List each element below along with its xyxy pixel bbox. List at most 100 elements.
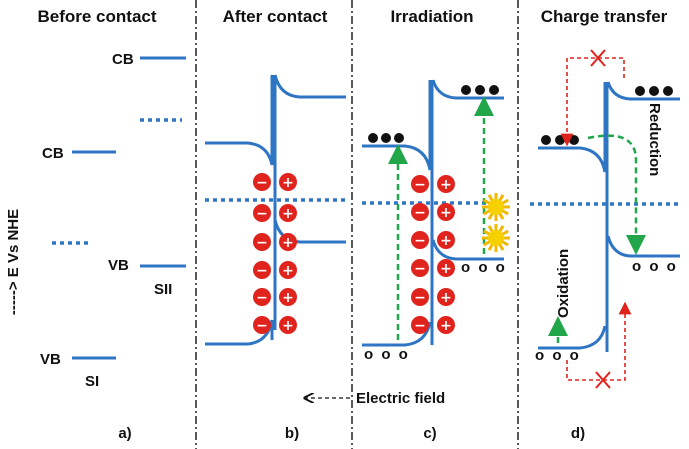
- holes-d-left: o o o: [535, 347, 581, 364]
- positive-charge-icon: [279, 233, 297, 251]
- positive-charge-icon: [437, 316, 455, 334]
- positive-charge-icon: [279, 204, 297, 222]
- space-charge-c: −+−+−+−+−+−+: [411, 175, 455, 334]
- positive-charge-icon: [279, 288, 297, 306]
- negative-charge-icon-sign: −: [414, 205, 426, 221]
- space-charge-b: −+−+−+−+−+−+: [253, 173, 297, 334]
- cb-d-left: [538, 82, 607, 173]
- electron-dot: [649, 86, 659, 96]
- sun-icon: [482, 224, 510, 252]
- negative-charge-icon-sign: −: [256, 263, 268, 279]
- panel-c-title: Irradiation: [390, 7, 473, 26]
- positive-charge-icon: [279, 261, 297, 279]
- si-label: SI: [85, 373, 99, 390]
- cb-c-right: [431, 79, 504, 100]
- panel-b-title: After contact: [223, 7, 328, 26]
- positive-charge-icon: [437, 231, 455, 249]
- positive-charge-icon: [437, 288, 455, 306]
- electron-transfer-arrow: [587, 134, 646, 255]
- negative-charge-icon: [411, 203, 429, 221]
- vb-c-left: [362, 321, 432, 347]
- negative-charge-icon-sign: −: [256, 206, 268, 222]
- cb-si-label: CB: [42, 145, 64, 162]
- positive-charge-icon-sign: +: [282, 235, 294, 251]
- positive-charge-icon-sign: +: [440, 177, 452, 193]
- vb-d-right: [606, 235, 680, 258]
- negative-charge-icon: [411, 175, 429, 193]
- positive-charge-icon: [279, 173, 297, 191]
- positive-charge-icon-sign: +: [440, 318, 452, 334]
- negative-charge-icon-sign: −: [414, 290, 426, 306]
- negative-charge-icon: [411, 316, 429, 334]
- oxidation-label: Oxidation: [555, 249, 572, 318]
- vb-c-right: [431, 239, 504, 261]
- panel-a-tag: a): [118, 425, 131, 442]
- holes-c-left: o o o: [364, 346, 410, 363]
- reduction-label: Reduction: [646, 103, 663, 176]
- electron-dot: [475, 85, 485, 95]
- negative-charge-icon-sign: −: [414, 233, 426, 249]
- panel-d-title: Charge transfer: [541, 7, 668, 26]
- negative-charge-icon-sign: −: [414, 318, 426, 334]
- positive-charge-icon-sign: +: [440, 261, 452, 277]
- negative-charge-icon: [411, 259, 429, 277]
- negative-charge-icon: [411, 288, 429, 306]
- negative-charge-icon-sign: −: [414, 261, 426, 277]
- vb-sii-label: VB: [108, 257, 129, 274]
- cross-icon: [590, 49, 606, 67]
- positive-charge-icon-sign: +: [282, 206, 294, 222]
- positive-charge-icon-sign: +: [440, 233, 452, 249]
- panel-d-tag: d): [571, 425, 585, 442]
- positive-charge-icon: [437, 175, 455, 193]
- negative-charge-icon: [253, 233, 271, 251]
- positive-charge-icon-sign: +: [440, 290, 452, 306]
- panel-b-tag: b): [285, 425, 299, 442]
- cross-icon: [595, 371, 611, 389]
- negative-charge-icon-sign: −: [414, 177, 426, 193]
- negative-charge-icon: [253, 204, 271, 222]
- cb-bent-left: [205, 75, 274, 166]
- holes-c-right: o o o: [461, 259, 507, 276]
- negative-charge-icon-sign: −: [256, 235, 268, 251]
- positive-charge-icon-sign: +: [282, 263, 294, 279]
- cb-bent-right: [273, 74, 346, 99]
- positive-charge-icon: [437, 259, 455, 277]
- negative-charge-icon-sign: −: [256, 290, 268, 306]
- sii-label: SII: [154, 281, 172, 298]
- cb-sii-label: CB: [112, 51, 134, 68]
- electron-dot: [555, 135, 565, 145]
- blocked-arrow-bottom: [566, 301, 632, 381]
- cb-c-left: [362, 80, 432, 171]
- negative-charge-icon: [253, 173, 271, 191]
- electron-dot: [541, 135, 551, 145]
- vb-d-left: [538, 325, 607, 350]
- negative-charge-icon-sign: −: [256, 318, 268, 334]
- electron-dot: [663, 86, 673, 96]
- electron-dot: [368, 133, 378, 143]
- electron-dot: [569, 135, 579, 145]
- negative-charge-icon: [253, 316, 271, 334]
- negative-charge-icon: [411, 231, 429, 249]
- negative-charge-icon: [253, 288, 271, 306]
- positive-charge-icon-sign: +: [282, 318, 294, 334]
- negative-charge-icon-sign: −: [256, 175, 268, 191]
- sun-icon: [482, 193, 510, 221]
- positive-charge-icon-sign: +: [440, 205, 452, 221]
- cb-d-right: [606, 81, 680, 101]
- positive-charge-icon: [279, 316, 297, 334]
- electron-dot: [394, 133, 404, 143]
- vb-si-label: VB: [40, 351, 61, 368]
- electric-field-label: Electric field: [356, 390, 445, 407]
- electron-dot: [635, 86, 645, 96]
- vb-bent-left: [205, 319, 274, 346]
- electron-dot: [461, 85, 471, 95]
- panel-a-title: Before contact: [37, 7, 156, 26]
- electron-dot: [489, 85, 499, 95]
- holes-d-right: o o o: [632, 258, 678, 275]
- negative-charge-icon: [253, 261, 271, 279]
- positive-charge-icon-sign: +: [282, 290, 294, 306]
- positive-charge-icon: [437, 203, 455, 221]
- energy-axis-label: -----> E Vs NHE: [5, 209, 22, 315]
